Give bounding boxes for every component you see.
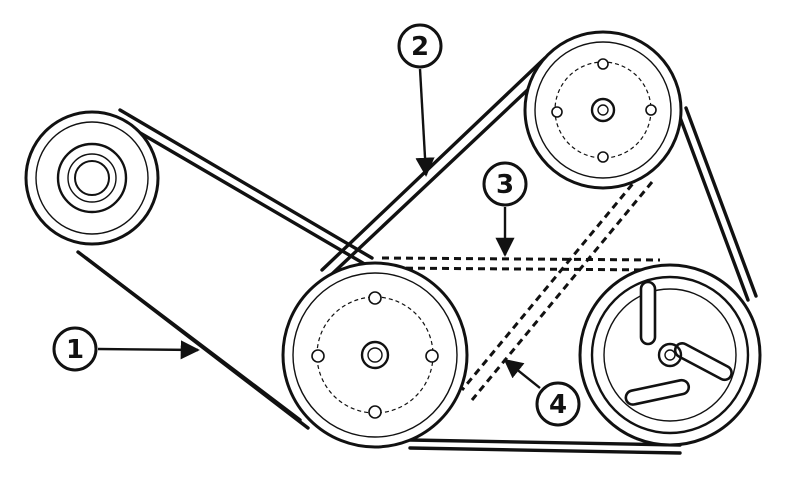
callout-1: 1 (52, 326, 200, 372)
callout-1-arrow (97, 340, 200, 360)
belt-3-dashed (381, 256, 661, 272)
callout-4: 4 (503, 358, 581, 427)
belt-4-dashed (460, 174, 654, 401)
callout-2-label: 2 (411, 32, 429, 62)
callout-1-label: 1 (66, 335, 84, 365)
lower-right-pulley (578, 263, 762, 447)
callout-3-label: 3 (496, 170, 514, 200)
left-pulley (24, 110, 160, 246)
callout-4-label: 4 (549, 390, 567, 420)
callout-4-arrow (503, 358, 541, 389)
callout-2-arrow (415, 68, 435, 177)
lower-center-pulley (281, 261, 469, 449)
upper-right-pulley (523, 30, 683, 190)
callout-2: 2 (397, 23, 443, 177)
callout-3: 3 (482, 161, 528, 257)
